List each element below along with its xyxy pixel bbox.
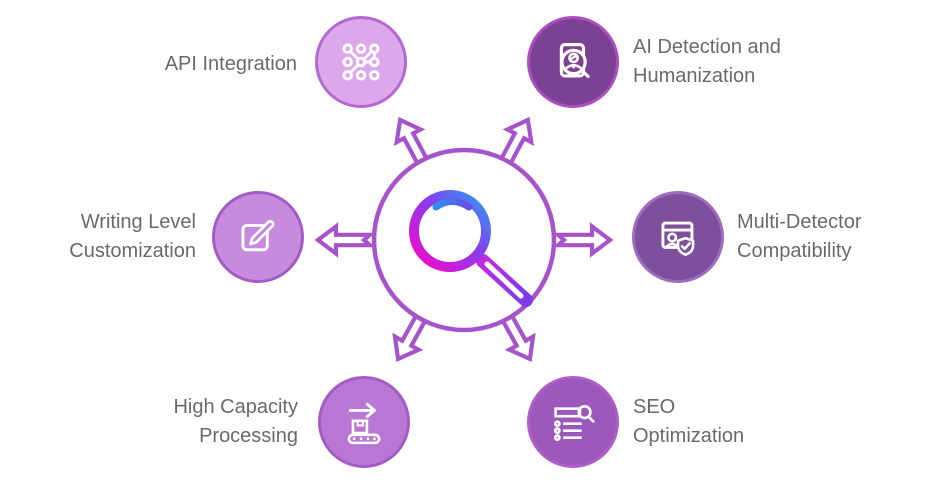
document-person-scan-icon — [559, 43, 590, 79]
conveyor-box-arrow-icon — [347, 402, 381, 445]
arrow-left-icon — [318, 227, 370, 254]
list-search-icon — [553, 405, 595, 442]
feature-circle-ai-detection — [527, 16, 619, 108]
feature-label-api-integration: API Integration — [164, 53, 297, 75]
feature-circle-high-capacity — [318, 376, 410, 468]
browser-user-shield-icon — [661, 221, 695, 256]
feature-label-multi-detector: Multi-Detector Compatibility — [737, 211, 862, 262]
feature-label-ai-detection: AI Detection and Humanization — [633, 36, 781, 87]
magnifying-glass-icon — [409, 190, 533, 307]
network-nodes-icon — [342, 43, 380, 81]
center-hub — [300, 110, 630, 370]
feature-circle-seo — [527, 376, 619, 468]
feature-circle-api-integration — [315, 16, 407, 108]
feature-label-writing-level: Writing Level Customization — [69, 211, 196, 262]
feature-circle-writing-level — [212, 191, 304, 283]
pencil-edit-icon — [241, 220, 275, 252]
arrow-right-icon — [558, 227, 610, 254]
feature-circle-multi-detector — [632, 191, 724, 283]
feature-label-seo: SEO Optimization — [633, 396, 745, 447]
feature-label-high-capacity: High Capacity Processing — [173, 396, 298, 447]
